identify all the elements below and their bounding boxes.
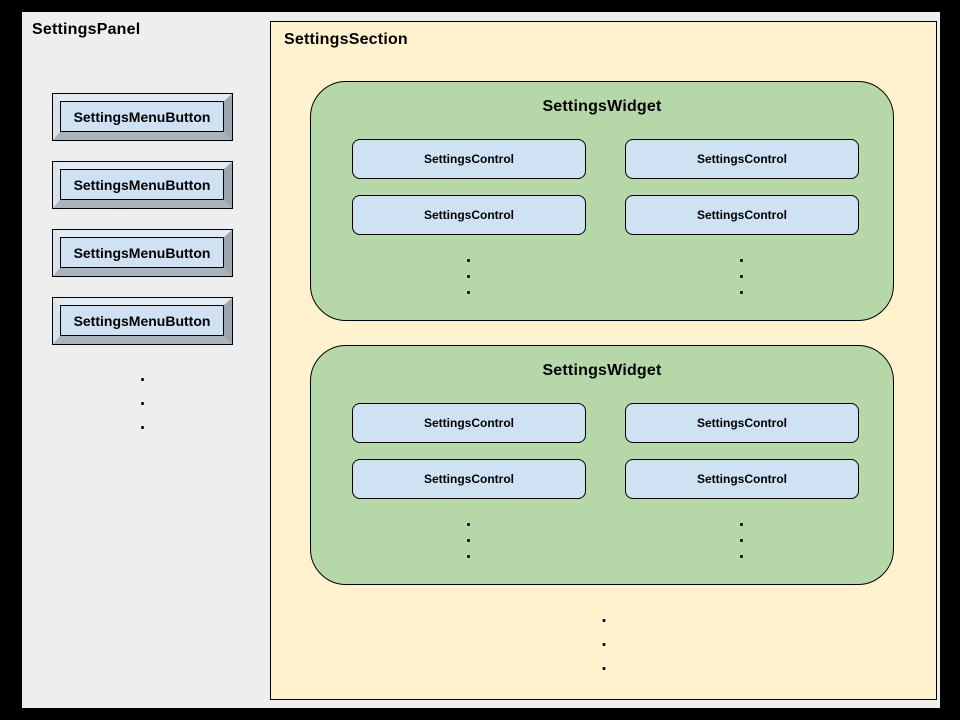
settings-panel-title: SettingsPanel bbox=[32, 21, 141, 38]
settings-section-title: SettingsSection bbox=[284, 31, 408, 48]
diagram-canvas: SettingsPanel SettingsMenuButton Setting… bbox=[22, 12, 940, 708]
settings-menu-button-label: SettingsMenuButton bbox=[60, 169, 224, 200]
button-bevel: SettingsMenuButton bbox=[53, 298, 232, 344]
settings-control[interactable]: SettingsControl bbox=[625, 459, 859, 499]
settings-widget: SettingsWidget SettingsControl SettingsC… bbox=[310, 81, 894, 321]
settings-control[interactable]: SettingsControl bbox=[625, 139, 859, 179]
settings-menu-button[interactable]: SettingsMenuButton bbox=[52, 297, 233, 345]
settings-control[interactable]: SettingsControl bbox=[352, 459, 586, 499]
settings-menu-button[interactable]: SettingsMenuButton bbox=[52, 229, 233, 277]
settings-widget: SettingsWidget SettingsControl SettingsC… bbox=[310, 345, 894, 585]
settings-menu-button-label: SettingsMenuButton bbox=[60, 237, 224, 268]
more-controls-ellipsis bbox=[740, 523, 743, 558]
settings-widget-title: SettingsWidget bbox=[542, 362, 662, 379]
settings-menu-button[interactable]: SettingsMenuButton bbox=[52, 161, 233, 209]
settings-control[interactable]: SettingsControl bbox=[352, 139, 586, 179]
settings-section: SettingsSection SettingsWidget SettingsC… bbox=[270, 21, 937, 700]
more-controls-ellipsis bbox=[740, 259, 743, 294]
button-bevel: SettingsMenuButton bbox=[53, 94, 232, 140]
settings-control[interactable]: SettingsControl bbox=[352, 195, 586, 235]
settings-menu-button-label: SettingsMenuButton bbox=[60, 305, 224, 336]
more-controls-ellipsis bbox=[467, 259, 470, 294]
settings-widget-title: SettingsWidget bbox=[542, 98, 662, 115]
settings-control[interactable]: SettingsControl bbox=[625, 195, 859, 235]
settings-control[interactable]: SettingsControl bbox=[352, 403, 586, 443]
more-controls-ellipsis bbox=[467, 523, 470, 558]
more-widgets-ellipsis bbox=[602, 619, 605, 670]
settings-control[interactable]: SettingsControl bbox=[625, 403, 859, 443]
button-bevel: SettingsMenuButton bbox=[53, 162, 232, 208]
settings-menu-button-label: SettingsMenuButton bbox=[60, 101, 224, 132]
settings-menu-button[interactable]: SettingsMenuButton bbox=[52, 93, 233, 141]
button-bevel: SettingsMenuButton bbox=[53, 230, 232, 276]
panel-more-items-ellipsis bbox=[141, 378, 144, 429]
